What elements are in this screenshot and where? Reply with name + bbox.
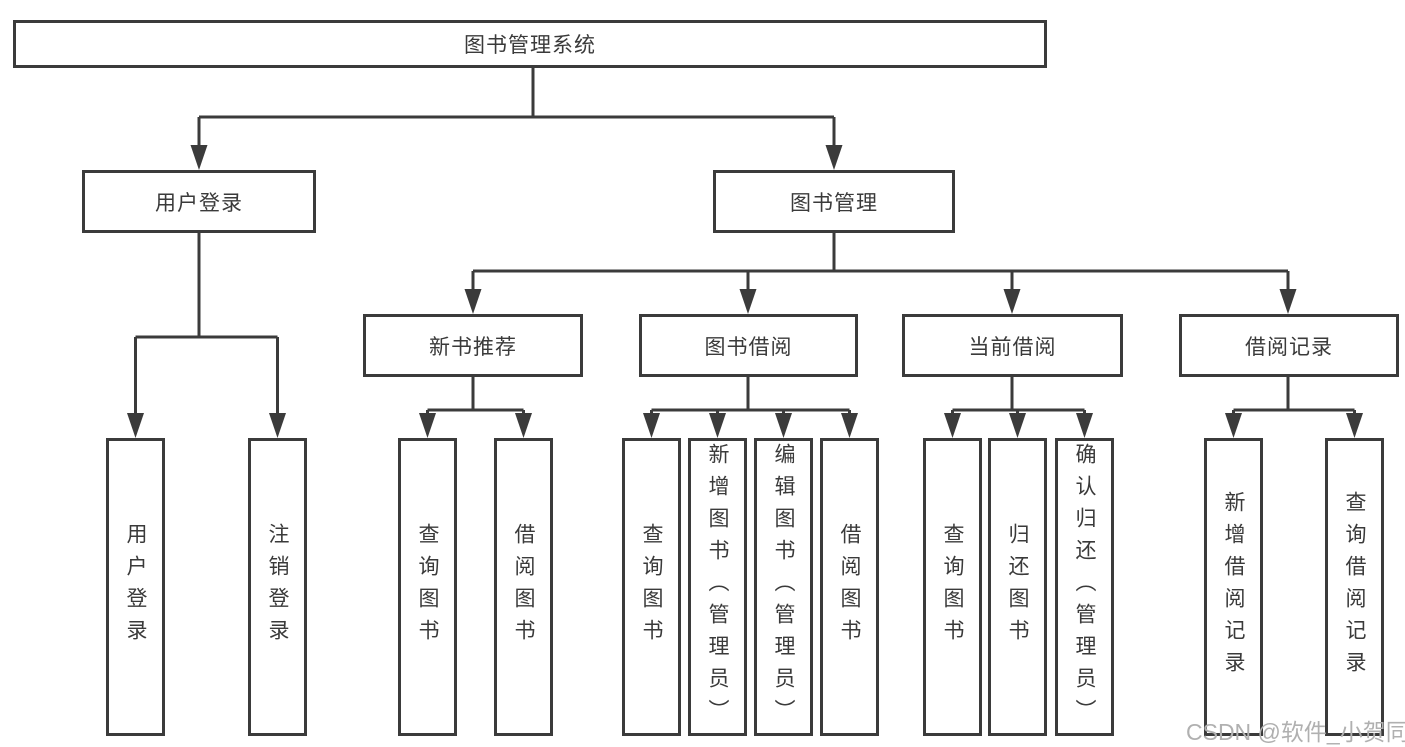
leaf-query-books-recommend: 查询图书 bbox=[398, 438, 457, 736]
leaf-label: 查询图书 bbox=[941, 523, 964, 651]
leaf-label: 编辑图书（管理员） bbox=[772, 443, 795, 731]
leaf-label: 查询图书 bbox=[416, 523, 439, 651]
connector-borrowing-records-to-leaves bbox=[1225, 376, 1363, 438]
node-book-borrowing: 图书借阅 bbox=[639, 314, 858, 377]
leaf-query-books-current: 查询图书 bbox=[923, 438, 982, 736]
leaf-label: 用户登录 bbox=[124, 523, 147, 651]
leaf-label: 借阅图书 bbox=[512, 523, 535, 651]
node-library-management-system: 图书管理系统 bbox=[13, 20, 1047, 68]
leaf-label: 查询图书 bbox=[640, 523, 663, 651]
leaf-query-borrow-record: 查询借阅记录 bbox=[1325, 438, 1384, 736]
node-book-management: 图书管理 bbox=[713, 170, 955, 233]
leaf-add-borrow-record: 新增借阅记录 bbox=[1204, 438, 1263, 736]
leaf-borrow-books-recommend: 借阅图书 bbox=[494, 438, 553, 736]
node-label: 图书管理系统 bbox=[464, 34, 596, 57]
node-current-borrowing: 当前借阅 bbox=[902, 314, 1123, 377]
node-label: 当前借阅 bbox=[968, 335, 1057, 359]
node-label: 借阅记录 bbox=[1245, 335, 1333, 359]
connector-root-to-level2 bbox=[190, 68, 843, 170]
leaf-edit-book-admin: 编辑图书（管理员） bbox=[754, 438, 813, 736]
leaf-borrow-books-borrowing: 借阅图书 bbox=[820, 438, 879, 736]
leaf-label: 新增图书（管理员） bbox=[706, 443, 729, 731]
leaf-user-login: 用户登录 bbox=[106, 438, 165, 736]
connector-user-login-to-leaves bbox=[127, 232, 286, 438]
connector-new-book-recommendation-to-leaves bbox=[419, 376, 532, 438]
leaf-label: 确认归还（管理员） bbox=[1073, 443, 1096, 731]
node-new-book-recommendation: 新书推荐 bbox=[363, 314, 583, 377]
csdn-watermark: CSDN @软件_小贺同学 bbox=[1186, 719, 1405, 745]
leaf-label: 注销登录 bbox=[266, 523, 289, 651]
leaf-label: 新增借阅记录 bbox=[1222, 491, 1245, 683]
leaf-query-books-borrowing: 查询图书 bbox=[622, 438, 681, 736]
connector-current-borrowing-to-leaves bbox=[944, 376, 1093, 438]
leaf-return-books: 归还图书 bbox=[988, 438, 1047, 736]
node-borrowing-records: 借阅记录 bbox=[1179, 314, 1399, 377]
node-label: 图书借阅 bbox=[704, 335, 793, 359]
connector-book-borrowing-to-leaves bbox=[643, 376, 858, 438]
leaf-label: 归还图书 bbox=[1006, 523, 1029, 651]
node-user-login: 用户登录 bbox=[82, 170, 316, 233]
connector-book-management-to-level3 bbox=[464, 232, 1297, 314]
leaf-label: 查询借阅记录 bbox=[1343, 491, 1366, 683]
node-label: 图书管理 bbox=[790, 191, 878, 215]
leaf-label: 借阅图书 bbox=[838, 523, 861, 651]
leaf-logout: 注销登录 bbox=[248, 438, 307, 736]
leaf-add-book-admin: 新增图书（管理员） bbox=[688, 438, 747, 736]
node-label: 用户登录 bbox=[155, 191, 243, 215]
node-label: 新书推荐 bbox=[429, 335, 517, 359]
leaf-confirm-return-admin: 确认归还（管理员） bbox=[1055, 438, 1114, 736]
